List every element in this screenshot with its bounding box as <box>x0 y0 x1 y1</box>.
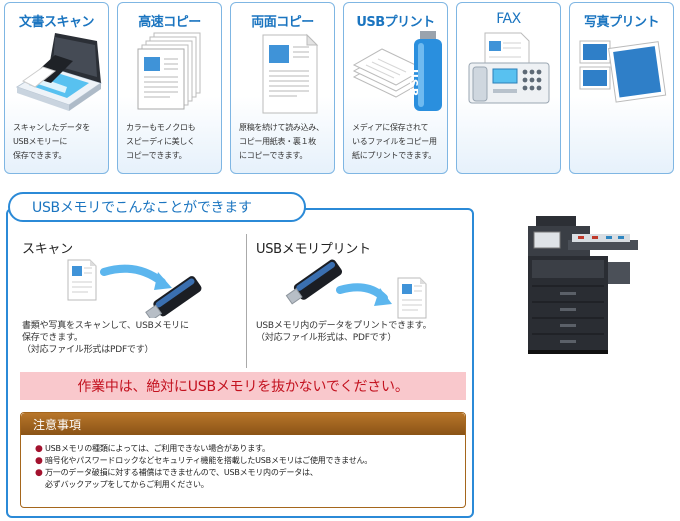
bullet-icon: ● <box>35 456 43 466</box>
usb-print-icon: USB <box>350 29 442 115</box>
card-usb-print[interactable]: USBプリント USB メディアに保存されて いるファイルをコピー用 紙にプリン… <box>343 2 448 174</box>
card-title: USBプリント <box>356 15 435 30</box>
card-duplex-copy[interactable]: 両面コピー 原稿を続けて読み込み、 コピー用紙表・裏１枚 にコピーできます。 <box>230 2 335 174</box>
card-description: カラーもモノクロも スピーディに美しく コピーできます。 <box>126 123 196 160</box>
fax-machine-icon <box>463 29 554 113</box>
bullet-icon: ● <box>35 468 43 478</box>
usb-panel-title: USBメモリでこんなことができます <box>32 200 252 216</box>
usb-label: USB <box>407 69 420 98</box>
notice-item: ● 暗号化やパスワードロックなどセキュリティ機能を搭載したUSBメモリはご使用で… <box>35 455 465 467</box>
photo-prints-icon <box>576 31 667 115</box>
notice-item: ● 万一のデータ破損に対する補償はできませんので、USBメモリ内のデータは、 必… <box>35 467 465 491</box>
card-title: FAX <box>496 11 521 27</box>
card-description: 原稿を続けて読み込み、 コピー用紙表・裏１枚 にコピーできます。 <box>239 123 324 160</box>
feature-cards: 文書スキャン スキャンしたデータを USBメモリーに 保存できます。 高速コピー <box>4 2 676 174</box>
card-description: メディアに保存されて いるファイルをコピー用 紙にプリントできます。 <box>352 123 437 160</box>
card-high-speed-copy[interactable]: 高速コピー カラーもモノクロも スピーディに美しく コピーできます。 <box>117 2 222 174</box>
document-icon <box>67 259 97 301</box>
warning-banner: 作業中は、絶対にUSBメモリを抜かないでください。 <box>20 372 466 400</box>
usb-print-section-description: USBメモリ内のデータをプリントできます。 （対応ファイル形式は、PDFです） <box>256 321 432 343</box>
card-title: 両面コピー <box>251 15 314 30</box>
notice-item: ● USBメモリの種類によっては、ご利用できない場合があります。 <box>35 443 465 455</box>
usb-panel: スキャン 書類や写真をスキャンして、USBメモリに 保存できます。 （対応ファイ… <box>6 208 474 518</box>
card-title: 文書スキャン <box>18 15 95 30</box>
notice-header: 注意事項 <box>21 413 465 435</box>
notice-title: 注意事項 <box>33 417 82 432</box>
notice-item-text: 暗号化やパスワードロックなどセキュリティ機能を搭載したUSBメモリはご使用できま… <box>45 456 373 465</box>
scanner-icon <box>11 31 103 115</box>
bullet-icon: ● <box>35 444 43 454</box>
usb-print-section-title: USBメモリプリント <box>256 242 371 257</box>
card-title: 写真プリント <box>583 15 660 30</box>
card-document-scan[interactable]: 文書スキャン スキャンしたデータを USBメモリーに 保存できます。 <box>4 2 109 174</box>
notice-list: ● USBメモリの種類によっては、ご利用できない場合があります。 ● 暗号化やパ… <box>21 435 465 491</box>
notice-item-text: USBメモリの種類によっては、ご利用できない場合があります。 <box>45 444 270 453</box>
usb-print-illustration <box>280 254 430 320</box>
scan-section-description: 書類や写真をスキャンして、USBメモリに 保存できます。 （対応ファイル形式はP… <box>22 321 189 355</box>
card-title: 高速コピー <box>138 15 201 30</box>
section-divider <box>246 234 247 368</box>
scan-illustration <box>66 256 216 322</box>
warning-text: 作業中は、絶対にUSBメモリを抜かないでください。 <box>77 379 409 395</box>
paper-stack-icon <box>124 31 215 115</box>
scan-section-title: スキャン <box>22 242 73 257</box>
card-fax[interactable]: FAX <box>456 2 561 174</box>
usb-panel-title-tab: USBメモリでこんなことができます <box>8 192 306 222</box>
duplex-document-icon <box>237 31 328 115</box>
multifunction-printer-image <box>522 214 640 356</box>
card-photo-print[interactable]: 写真プリント <box>569 2 674 174</box>
document-icon <box>397 277 427 319</box>
notice-item-text: 万一のデータ破損に対する補償はできませんので、USBメモリ内のデータは、 必ずバ… <box>45 468 318 489</box>
card-description: スキャンしたデータを USBメモリーに 保存できます。 <box>13 123 90 160</box>
notice-box: 注意事項 ● USBメモリの種類によっては、ご利用できない場合があります。 ● … <box>20 412 466 508</box>
